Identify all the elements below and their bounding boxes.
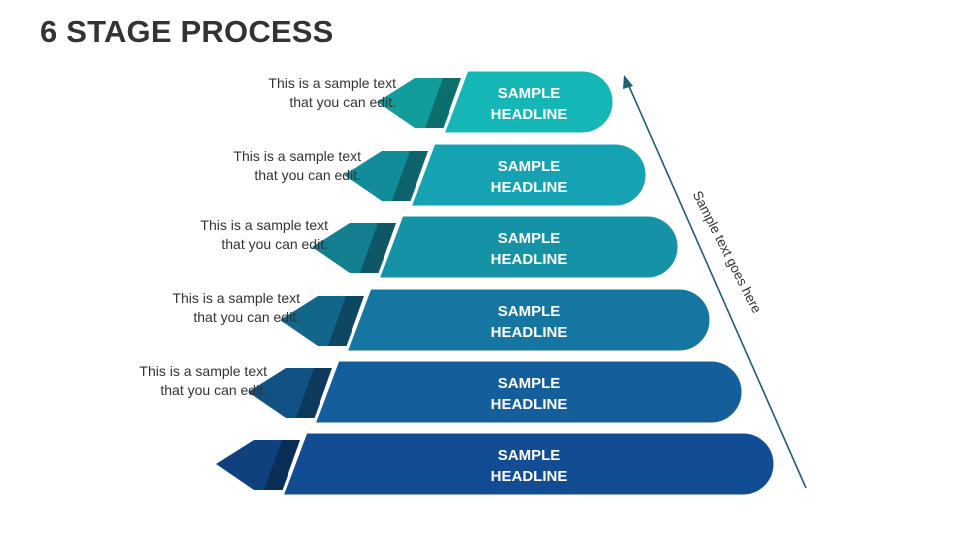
- stage-4: SAMPLE HEADLINE: [280, 286, 713, 354]
- stage-3-band: [375, 213, 681, 281]
- stage-4-description: This is a sample text that you can edit.: [172, 290, 300, 325]
- stage-3-description: This is a sample text that you can edit.: [200, 217, 328, 252]
- stage-1-fold: [425, 78, 461, 128]
- stage-2-band: [407, 141, 649, 209]
- stage-6-band: [279, 430, 777, 498]
- stage-1-headline-line2: HEADLINE: [491, 106, 568, 123]
- up-arrow: [623, 75, 807, 489]
- stage-2-fold: [392, 151, 428, 201]
- stage-1-description: This is a sample text that you can edit.: [268, 75, 396, 110]
- stage-5: SAMPLE HEADLINE: [248, 358, 745, 426]
- stage-5-band: [311, 358, 745, 426]
- stage-3-headline-line2: HEADLINE: [491, 251, 568, 268]
- stage-1-headline-line1: SAMPLE: [498, 85, 561, 102]
- stage-5-description: This is a sample text that you can edit.: [139, 363, 267, 398]
- stage-2-headline-line2: HEADLINE: [491, 179, 568, 196]
- stage-4-band: [343, 286, 713, 354]
- stage-1: SAMPLE HEADLINE: [377, 68, 616, 136]
- stage-4-headline-line2: HEADLINE: [491, 324, 568, 341]
- stage-3: SAMPLE HEADLINE: [312, 213, 681, 281]
- stage-6-fold: [264, 440, 300, 490]
- stage-6-headline-line2: HEADLINE: [491, 468, 568, 485]
- page-title: 6 STAGE PROCESS: [40, 14, 334, 49]
- stage-2: SAMPLE HEADLINE: [344, 141, 649, 209]
- stage-2-headline-line1: SAMPLE: [498, 158, 561, 175]
- stage-2-description: This is a sample text that you can edit.: [233, 148, 361, 183]
- stage-3-fold: [360, 223, 396, 273]
- stage-5-headline-line2: HEADLINE: [491, 396, 568, 413]
- stage-4-headline-line1: SAMPLE: [498, 303, 561, 320]
- stage-1-band: [440, 68, 616, 136]
- stage-3-headline-line1: SAMPLE: [498, 230, 561, 247]
- stage-4-fold: [328, 296, 364, 346]
- stage-6-headline-line1: SAMPLE: [498, 447, 561, 464]
- stage-5-headline-line1: SAMPLE: [498, 375, 561, 392]
- stage-6: SAMPLE HEADLINE: [216, 430, 777, 498]
- stage-5-fold: [296, 368, 332, 418]
